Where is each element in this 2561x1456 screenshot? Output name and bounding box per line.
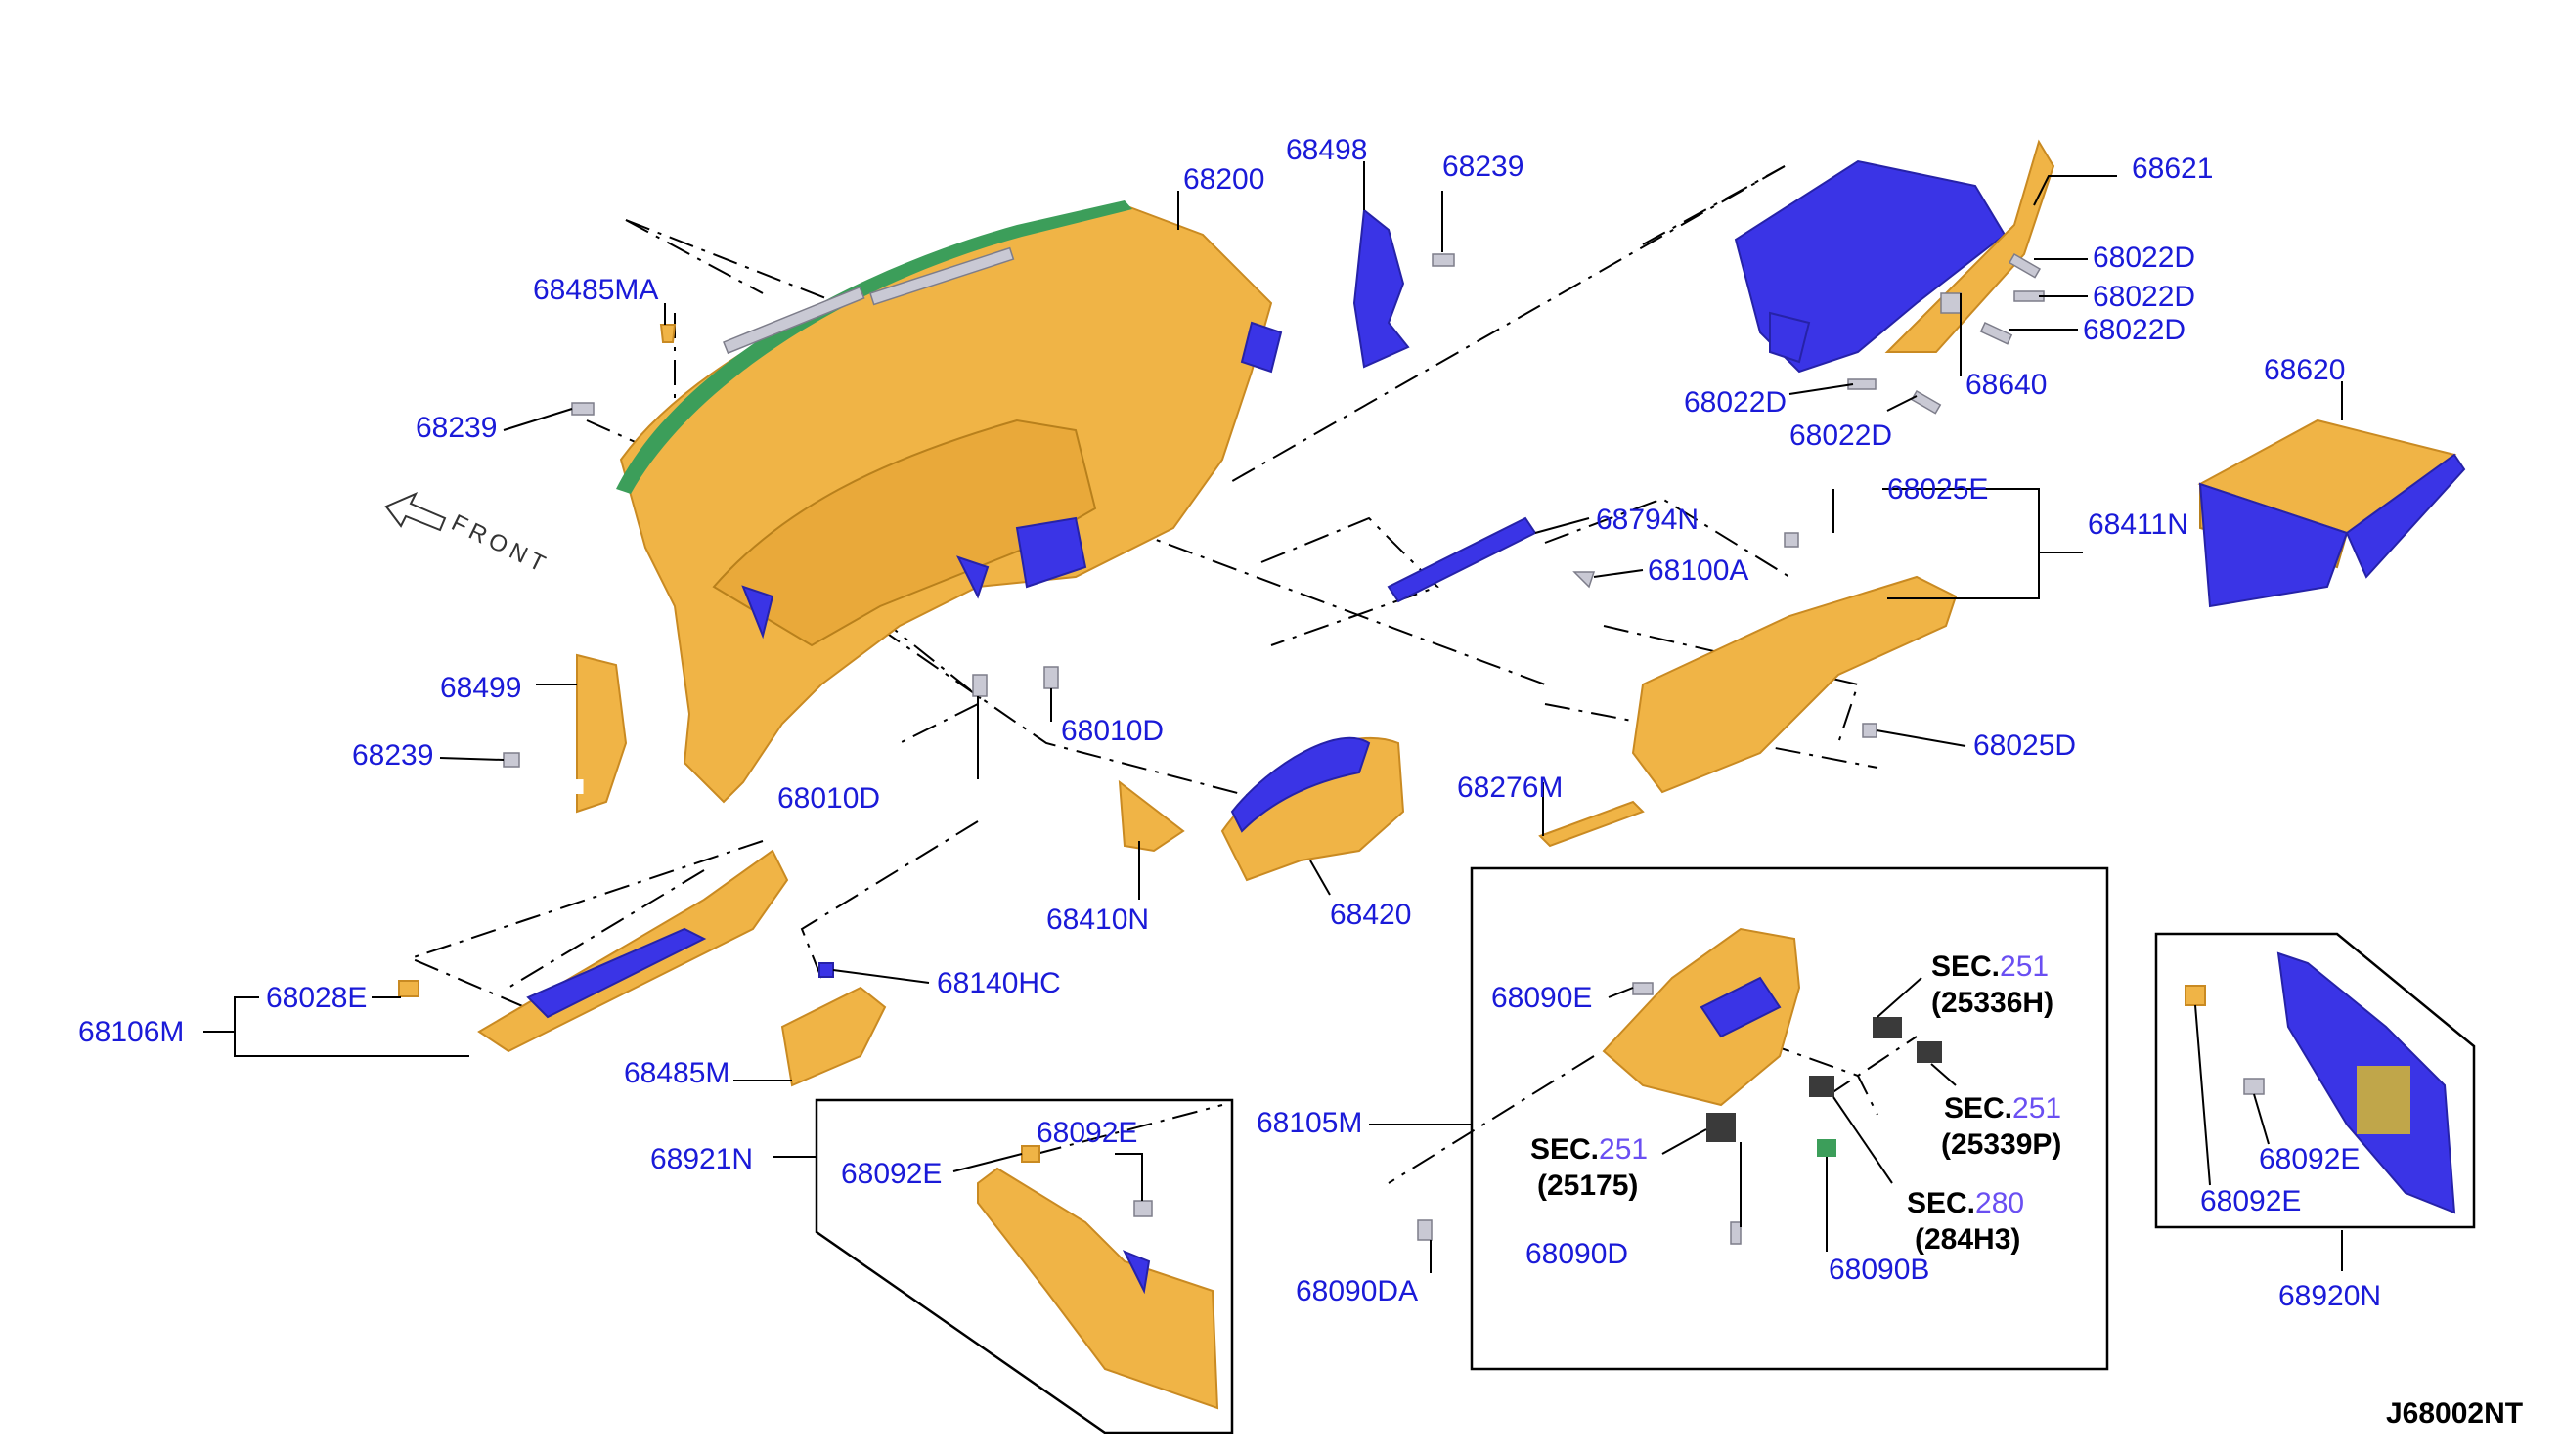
section-part-3: (25175) [1537, 1169, 1638, 1202]
label-68092E-d: 68092E [2200, 1185, 2301, 1217]
diagram-code: J68002NT [2386, 1397, 2523, 1430]
clip-68239-left-shape [571, 402, 595, 416]
label-68485MA: 68485MA [533, 274, 658, 306]
clip-68239-top-shape [1432, 253, 1455, 267]
label-68200: 68200 [1183, 163, 1264, 196]
label-68276M: 68276M [1457, 772, 1563, 804]
part-68794N-shape [1387, 516, 1537, 603]
front-label: FRONT [447, 509, 553, 579]
screw-68090DA-shape [1417, 1219, 1433, 1241]
label-68010D-b: 68010D [1061, 715, 1164, 747]
part-68106M-blue [526, 927, 707, 1019]
label-68239-left: 68239 [416, 412, 497, 444]
label-68640: 68640 [1965, 369, 2047, 401]
section-part-4: (284H3) [1915, 1223, 2020, 1256]
watermark: ... [508, 706, 590, 816]
part-68276M-shape [1538, 800, 1645, 848]
label-68106M: 68106M [78, 1016, 184, 1048]
label-68022D-3: 68022D [2083, 314, 2186, 346]
label-68411N: 68411N [2088, 508, 2188, 541]
label-68090DA: 68090DA [1296, 1275, 1418, 1307]
part-68498-shape [1352, 208, 1410, 369]
section-ref-3[interactable]: SEC.251 [1530, 1133, 1648, 1166]
label-68794N: 68794N [1596, 504, 1699, 536]
part-68620-shape [2197, 419, 2466, 608]
instrument-panel-shape [616, 200, 1283, 804]
section-part-1: (25336H) [1931, 987, 2053, 1019]
label-68140HC: 68140HC [937, 967, 1061, 999]
clip-68140HC-shape [818, 962, 834, 978]
label-68410N: 68410N [1046, 904, 1149, 936]
label-68025E: 68025E [1887, 473, 1988, 506]
part-68411N-shape [1631, 575, 1958, 794]
box-68105M [1470, 866, 2109, 1371]
section-references: SEC.251 (25336H) SEC.251 (25339P) SEC.25… [1530, 950, 2061, 1256]
label-68485M: 68485M [624, 1057, 729, 1089]
section-ref-1[interactable]: SEC.251 [1931, 950, 2049, 983]
label-68620: 68620 [2264, 354, 2345, 386]
label-68092E-a: 68092E [841, 1158, 942, 1190]
label-68105M: 68105M [1257, 1107, 1362, 1139]
section-part-2: (25339P) [1941, 1128, 2061, 1161]
screw-68010D-a-shape [972, 674, 988, 697]
label-68090B: 68090B [1829, 1254, 1929, 1286]
clip-68025D-shape [1862, 723, 1877, 738]
clip-68025E-shape [1784, 532, 1799, 548]
label-68920N: 68920N [2278, 1280, 2381, 1312]
section-ref-4[interactable]: SEC.280 [1907, 1187, 2024, 1219]
label-68498: 68498 [1286, 134, 1367, 166]
front-arrow: FRONT [384, 491, 553, 580]
label-68621: 68621 [2132, 153, 2213, 185]
part-68420-shape [1220, 736, 1405, 882]
box-68921N [815, 1098, 1234, 1434]
part-68105M-shape [1602, 927, 1942, 1245]
label-68239-top: 68239 [1442, 151, 1523, 183]
leader-lines [203, 161, 2343, 1273]
label-68022D-4: 68022D [1684, 386, 1787, 419]
label-68022D-2: 68022D [2093, 281, 2195, 313]
label-68028E: 68028E [266, 982, 367, 1014]
part-68920N-shape [2185, 951, 2456, 1214]
part-68499-shape [576, 653, 628, 814]
clip-68100A-shape [1572, 571, 1596, 589]
clip-68028E-shape [398, 980, 419, 997]
clip-68485MA-shape [659, 324, 677, 343]
part-68921N-shape [977, 1145, 1219, 1410]
part-68621-shape [1734, 139, 2055, 374]
label-68239-mid: 68239 [352, 739, 433, 772]
label-68025D: 68025D [1973, 729, 2076, 762]
label-68092E-c: 68092E [2259, 1143, 2360, 1175]
section-ref-2[interactable]: SEC.251 [1944, 1092, 2061, 1125]
part-68410N-shape [1118, 779, 1185, 853]
label-68100A: 68100A [1648, 554, 1748, 587]
label-68092E-b: 68092E [1037, 1117, 1137, 1149]
part-68485M-shape [780, 986, 887, 1087]
label-68090D: 68090D [1525, 1238, 1628, 1270]
label-68090E: 68090E [1491, 982, 1592, 1014]
screws-68022D [1847, 252, 2045, 415]
label-68010D-a: 68010D [777, 782, 880, 815]
label-68022D-5: 68022D [1789, 419, 1892, 452]
label-68420: 68420 [1330, 899, 1411, 931]
label-68022D-1: 68022D [2093, 242, 2195, 274]
label-68499: 68499 [440, 672, 521, 704]
part-labels: 68200 68498 68239 68485MA 68239 68621 68… [78, 134, 2381, 1312]
box-68920N [2154, 932, 2476, 1229]
label-68921N: 68921N [650, 1143, 753, 1175]
screw-68010D-b-shape [1043, 666, 1059, 689]
